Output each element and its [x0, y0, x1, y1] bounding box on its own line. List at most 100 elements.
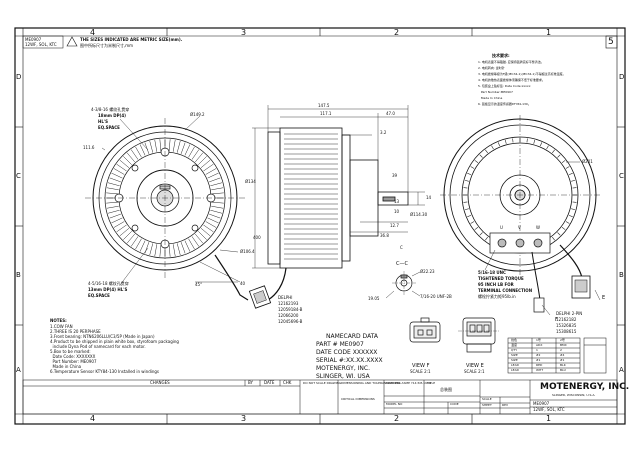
pin-table-cell: BLU	[560, 368, 566, 372]
zone-bottom-3: 3	[241, 414, 247, 423]
zone-bottom-4: 4	[90, 414, 96, 423]
namecard-part: PART # ME0907	[316, 341, 364, 348]
side-wire-lead	[267, 267, 287, 301]
tb-sheet: SHEET	[482, 403, 492, 407]
right-conn-4: 15308615	[556, 329, 577, 334]
title-block-grid	[22, 379, 618, 415]
tb-dims-note: DIMENSIONING AND TOLERANCING PER ASME Y1…	[341, 381, 431, 385]
zone-left-b: B	[16, 271, 21, 279]
pin-table-cell: #1	[536, 358, 541, 362]
rear-wire-lead	[559, 244, 583, 279]
dim-rear-dia: Ø201	[582, 159, 593, 164]
note-line: 6.Temperature Sensor KTY84-130 Installed…	[50, 369, 160, 374]
pin-table-cell: LEAD	[511, 368, 519, 372]
pin-table-grid	[507, 337, 607, 374]
zone-top-3: 3	[241, 28, 247, 37]
tech-req-item: 6. 铭板显示的温度传感器KTY84-130。	[478, 102, 531, 106]
dim-40: 40	[240, 281, 246, 286]
dim-shaft-len: 39	[392, 173, 398, 178]
dim-side-body-dia: Ø134	[245, 179, 256, 184]
holes-top-4: EQ.SPACE	[98, 125, 120, 130]
namecard-city: SLINGER, WI. USA	[316, 373, 370, 380]
dim-side-step: 3.2	[380, 130, 387, 135]
dim-angle: 45°	[195, 282, 203, 287]
tb-rev: REV	[502, 403, 509, 407]
pin-table-cell: 2	[560, 348, 562, 352]
pin-table-header: 1号	[536, 338, 541, 342]
view-e-scale: SCALE 2:1	[464, 369, 485, 374]
pin-table-cell: SIZE	[511, 358, 518, 362]
tb-company: MOTENERGY, INC.	[540, 382, 630, 392]
note-line: 5.Box to be marked:	[50, 349, 91, 354]
warning-icon	[66, 36, 78, 47]
section-label: C—C	[396, 261, 408, 267]
tb-date: DATE	[264, 380, 275, 385]
metric-note-cn: 图中所标尺寸为米制尺寸,mm	[80, 43, 134, 48]
holes-bot-3: EQ.SPACE	[88, 293, 110, 298]
zone-bottom-2: 2	[394, 414, 400, 423]
view-f-label: VIEW F	[412, 363, 430, 369]
left-conn-4: 12066200	[278, 313, 299, 318]
rear-bolt-note-3: 95 INCH LB FOR	[478, 282, 514, 287]
sheet-number: 5	[608, 37, 614, 47]
tb-code: CODE	[450, 402, 459, 406]
thread-spec: 7/16-20 UNF-2B	[420, 294, 452, 299]
tb-drawing-sub: 12WF, SOL, KTC	[533, 407, 565, 412]
note-line: 1.COW FAN	[50, 324, 73, 329]
zone-left-a: A	[16, 366, 21, 374]
holes-top-3: HL'S	[98, 119, 109, 124]
tb-critical: CRITICAL DIMENSIONS	[341, 397, 375, 401]
zone-top-4: 4	[90, 28, 96, 37]
dim-shaft-b: 10	[394, 209, 400, 214]
tb-address: SLINGER, WISCONSIN, U.S.A.	[552, 393, 596, 397]
namecard-serial: SERIAL #:XX.XX.XXXX	[316, 357, 383, 364]
view-e-arrow: E	[602, 295, 606, 301]
right-conn-2: 12162182	[556, 317, 577, 322]
pin-table-cell: QTY	[511, 348, 518, 352]
pin-table-cell: BLK	[560, 363, 566, 367]
left-conn-1: DELPHI	[278, 295, 293, 300]
namecard-date: DATE CODE XXXXXX	[316, 349, 378, 356]
dim-shaft-dia: Ø114.30	[410, 212, 428, 217]
tb-model-no: MODEL NO	[386, 402, 403, 406]
namecard-company: MOTENERGY, INC.	[316, 365, 370, 372]
zone-top-1: 1	[546, 28, 552, 37]
rear-bolt-note-4: TERMINAL CONNECTION	[478, 288, 533, 293]
c-mark-top: C	[400, 245, 403, 250]
zone-right-d: D	[619, 73, 625, 81]
section-c-c	[392, 271, 416, 295]
pin-table-header: 线色	[511, 338, 518, 342]
right-conn-1: DELPHI 2-PIN	[556, 311, 583, 316]
dim-400: 400	[253, 235, 261, 240]
header-variant: 12WF, SOL, KTC	[25, 42, 57, 47]
note-line: Made in China	[50, 364, 82, 369]
front-fin-ring	[106, 139, 224, 257]
note-line: Part Number: ME0907	[50, 359, 97, 364]
dim-shaft-a: 13	[394, 199, 400, 204]
zone-top-2: 2	[394, 28, 400, 37]
tb-by: BY	[248, 380, 253, 385]
side-fins	[284, 133, 338, 260]
dim-front-inner: 111.6	[83, 145, 95, 150]
holes-bot-1: 4-5/16-18 螺纹孔贯穿	[88, 281, 129, 286]
tb-chk: CHK	[283, 380, 292, 385]
tb-material: MATERIAL	[386, 381, 401, 385]
tb-drawing-no: ME0907	[533, 401, 550, 406]
dim-front-dia: Ø149.2	[190, 112, 205, 117]
tech-req-title: 技术要求:	[492, 53, 510, 58]
zone-left-c: C	[16, 172, 21, 180]
tb-changes: CHANGES	[150, 380, 170, 385]
holes-bot-2: 13mm DP(4) HL'S	[88, 287, 128, 292]
pin-table-cell: RED	[536, 363, 543, 367]
view-f-arrow: F	[555, 317, 558, 323]
pin-table-cell: WHT	[536, 368, 544, 372]
zone-right-b: B	[619, 271, 624, 279]
tech-req-item: 3. 电机绝缘等级为F级(IEC34-1)(IEC34-1)不得超过高标准温度。	[478, 72, 566, 76]
left-conn-5: 12045696-B	[278, 319, 303, 324]
tech-req-item: Part Number:ME0907	[478, 90, 513, 94]
tb-do-not-scale: DO NOT SCALE DRAWING	[303, 381, 342, 385]
header-part: ME0907	[25, 37, 42, 42]
right-conn-3: 15326835	[556, 323, 577, 328]
